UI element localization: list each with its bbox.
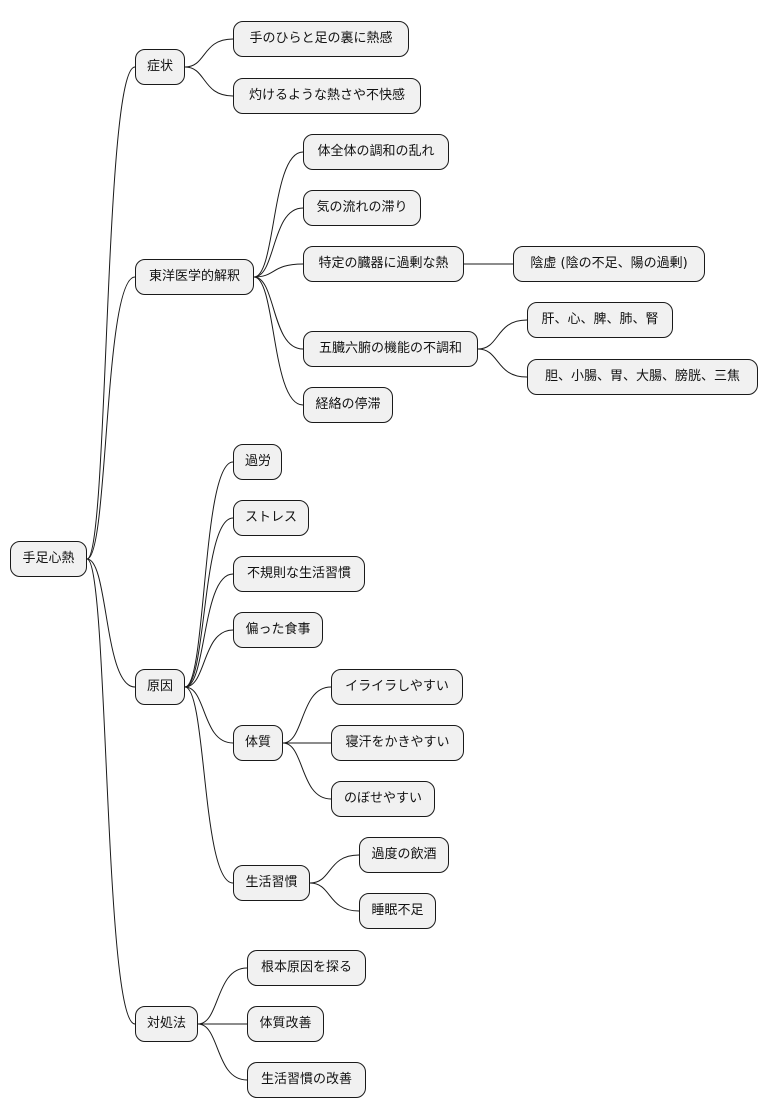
node-eastern-qi-stagnation[interactable]: 気の流れの滞り xyxy=(303,190,421,226)
edge-root-symptoms xyxy=(86,66,136,560)
node-remedies[interactable]: 対処法 xyxy=(135,1006,198,1042)
node-eastern-organ-excess-heat[interactable]: 特定の臓器に過剰な熱 xyxy=(303,246,464,282)
edge-eastern-e5 xyxy=(253,276,304,406)
edge-e4-e4a xyxy=(477,319,528,350)
edge-remedies-r1 xyxy=(197,967,248,1025)
node-cause-lifestyle-habits[interactable]: 生活習慣 xyxy=(233,865,310,901)
node-constitution-night-sweats[interactable]: 寝汗をかきやすい xyxy=(331,725,464,761)
edge-symptoms-s1 xyxy=(184,38,234,68)
node-eastern-meridian-stagnation[interactable]: 経絡の停滞 xyxy=(303,387,393,423)
edge-c5-c5c xyxy=(282,742,332,800)
edge-eastern-e2 xyxy=(253,207,304,278)
edge-root-eastern xyxy=(86,276,136,560)
node-symptom-burning-discomfort[interactable]: 灼けるような熱さや不快感 xyxy=(233,78,421,114)
edge-causes-c3 xyxy=(184,573,234,688)
node-causes[interactable]: 原因 xyxy=(135,669,185,705)
edge-symptoms-s2 xyxy=(184,66,234,97)
node-eastern-five-viscera[interactable]: 肝、心、脾、肺、腎 xyxy=(527,302,673,338)
edge-c5-c5a xyxy=(282,686,332,744)
node-cause-irregular-lifestyle[interactable]: 不規則な生活習慣 xyxy=(233,556,365,592)
edge-remedies-r3 xyxy=(197,1023,248,1081)
node-symptoms[interactable]: 症状 xyxy=(135,49,185,85)
node-remedy-improve-constitution[interactable]: 体質改善 xyxy=(247,1006,324,1042)
node-lifestyle-excessive-drinking[interactable]: 過度の飲酒 xyxy=(359,837,449,873)
node-constitution-irritable[interactable]: イライラしやすい xyxy=(331,669,463,705)
node-eastern-interpretation[interactable]: 東洋医学的解釈 xyxy=(135,259,254,295)
edge-root-causes xyxy=(86,558,136,688)
node-root[interactable]: 手足心熱 xyxy=(10,541,87,577)
node-remedy-improve-lifestyle[interactable]: 生活習慣の改善 xyxy=(247,1062,366,1098)
edge-c6-c6b xyxy=(309,882,360,912)
node-eastern-body-imbalance[interactable]: 体全体の調和の乱れ xyxy=(303,134,449,170)
node-constitution-hot-flushes[interactable]: のぼせやすい xyxy=(331,781,435,817)
edge-e4-e4b xyxy=(477,348,528,378)
edge-causes-c5 xyxy=(184,686,234,744)
edge-causes-c2 xyxy=(184,517,234,688)
edge-root-remedies xyxy=(86,558,136,1025)
node-lifestyle-lack-of-sleep[interactable]: 睡眠不足 xyxy=(359,893,436,929)
node-cause-unbalanced-diet[interactable]: 偏った食事 xyxy=(233,612,323,648)
edge-eastern-e1 xyxy=(253,151,304,278)
node-remedy-find-root-cause[interactable]: 根本原因を探る xyxy=(247,950,366,986)
node-cause-stress[interactable]: ストレス xyxy=(233,500,309,536)
edge-eastern-e3 xyxy=(253,263,304,278)
edge-c6-c6a xyxy=(309,854,360,884)
edge-causes-c4 xyxy=(184,629,234,688)
edge-causes-c6 xyxy=(184,686,234,884)
edge-causes-c1 xyxy=(184,461,234,688)
edge-eastern-e4 xyxy=(253,276,304,350)
node-eastern-organ-disharmony[interactable]: 五臓六腑の機能の不調和 xyxy=(303,331,478,367)
node-cause-overwork[interactable]: 過労 xyxy=(233,444,282,480)
node-eastern-yin-deficiency[interactable]: 陰虚 (陰の不足、陽の過剰) xyxy=(513,246,705,282)
node-eastern-six-bowels[interactable]: 胆、小腸、胃、大腸、膀胱、三焦 xyxy=(527,359,758,395)
node-cause-constitution[interactable]: 体質 xyxy=(233,725,283,761)
node-symptom-heat-palms-soles[interactable]: 手のひらと足の裏に熱感 xyxy=(233,21,409,57)
